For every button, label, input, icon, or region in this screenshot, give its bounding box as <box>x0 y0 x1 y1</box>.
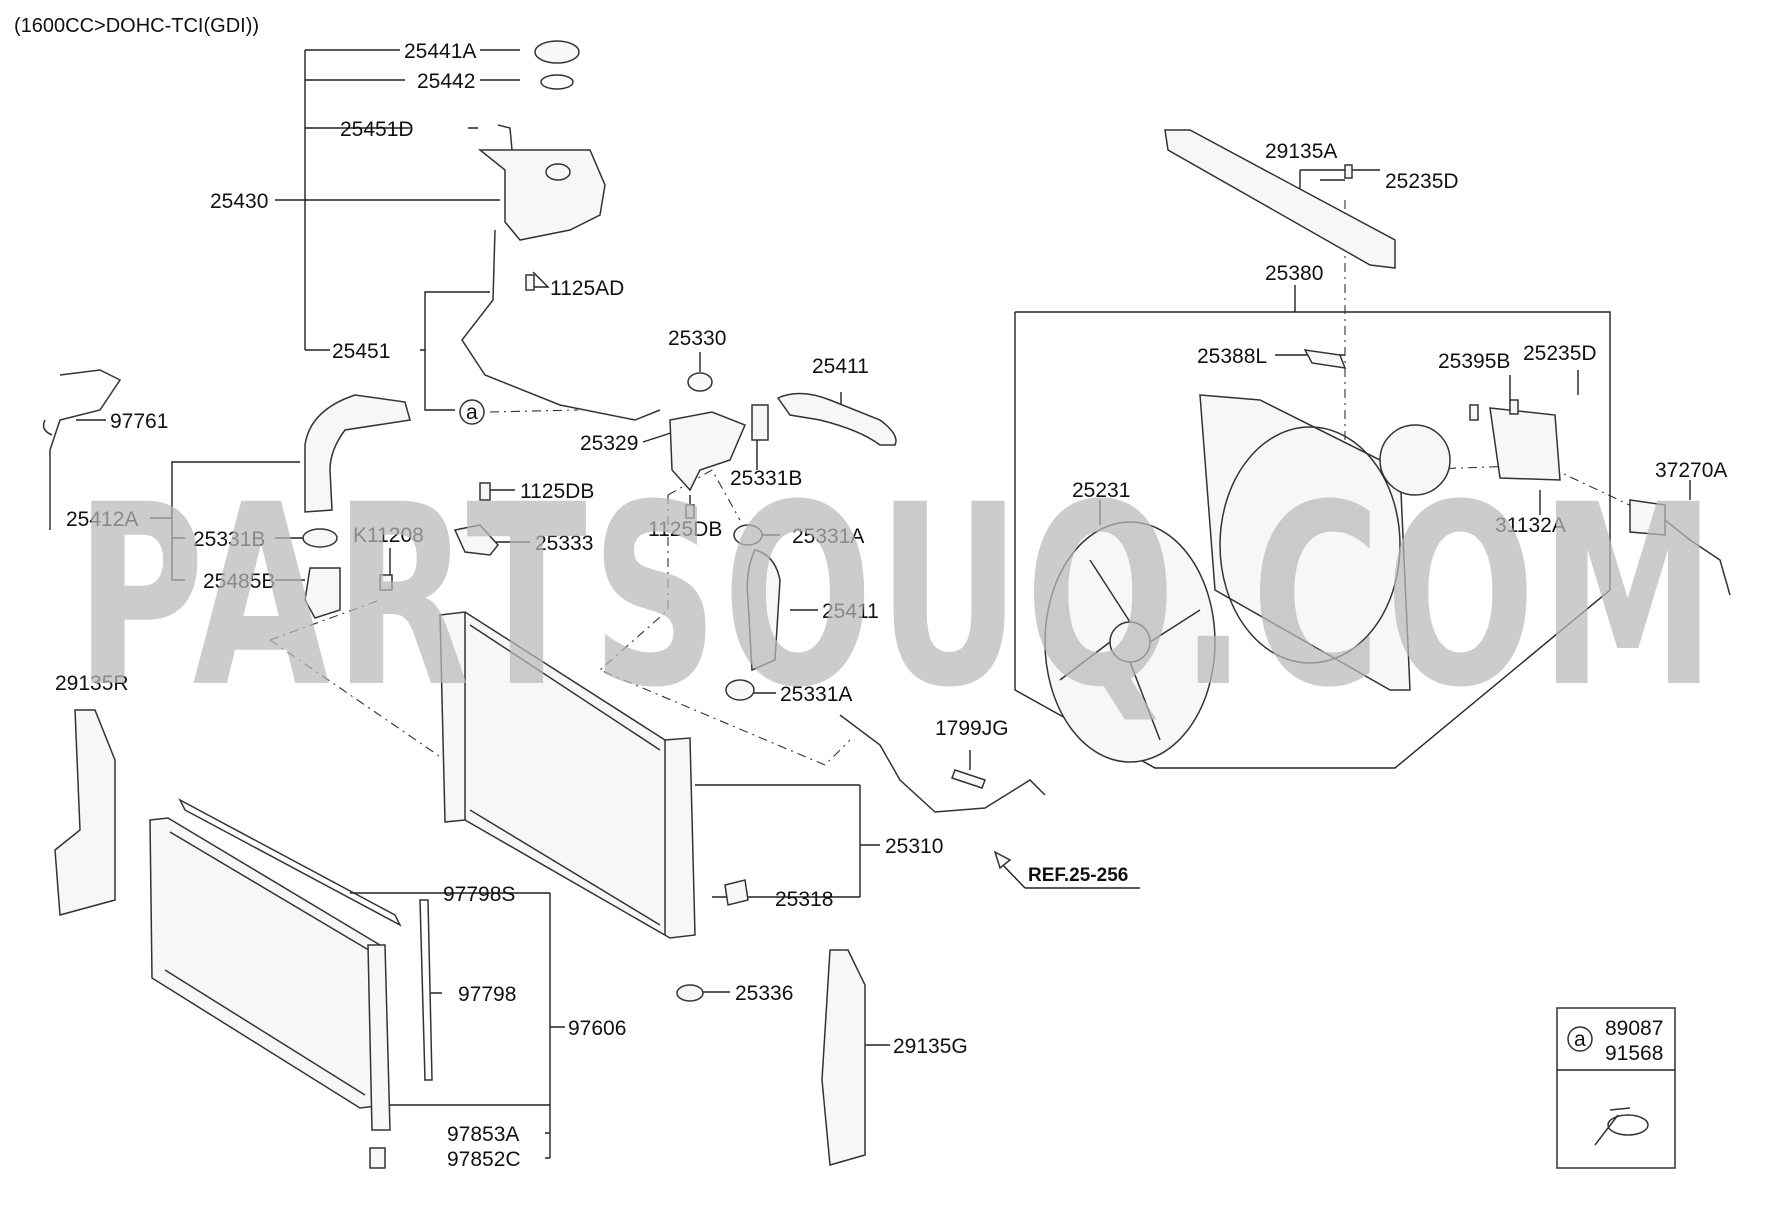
engine-spec-header: (1600CC>DOHC-TCI(GDI)) <box>14 15 259 37</box>
label-97852C: 97852C <box>447 1148 521 1171</box>
label-97761: 97761 <box>110 410 168 433</box>
label-25235D-top: 25235D <box>1385 170 1459 193</box>
label-25318: 25318 <box>775 888 833 911</box>
label-25451: 25451 <box>332 340 390 363</box>
legend-code-1: 89087 <box>1605 1017 1663 1040</box>
label-31132A: 31132A <box>1495 514 1566 537</box>
reference-label: REF.25-256 <box>1028 865 1128 886</box>
label-1799JG: 1799JG <box>935 717 1009 740</box>
label-K11208: K11208 <box>353 524 424 547</box>
label-25380: 25380 <box>1265 262 1323 285</box>
label-1125DB-upper: 1125DB <box>520 480 594 503</box>
label-25333: 25333 <box>535 532 593 555</box>
label-25329: 25329 <box>580 432 638 455</box>
leader-lines <box>76 49 1691 1159</box>
label-97798S: 97798S <box>443 883 515 906</box>
label-1125DB-lower: 1125DB <box>648 518 722 541</box>
label-25336: 25336 <box>735 982 793 1005</box>
label-29135R: 29135R <box>55 672 129 695</box>
label-25485B: 25485B <box>203 570 275 593</box>
legend-marker: a <box>1574 1028 1586 1051</box>
label-29135A: 29135A <box>1265 140 1337 163</box>
label-25331B: 25331B <box>193 528 265 551</box>
label-25388L: 25388L <box>1197 345 1267 368</box>
callout-a: a <box>466 401 478 424</box>
label-25331A-lower: 25331A <box>780 683 852 706</box>
part-shapes <box>42 40 1731 1169</box>
label-25231: 25231 <box>1072 479 1130 502</box>
label-25430: 25430 <box>210 190 268 213</box>
label-25331B-top: 25331B <box>730 467 802 490</box>
label-25441A: 25441A <box>404 40 476 63</box>
label-25411-top: 25411 <box>812 355 869 378</box>
label-25330: 25330 <box>668 327 726 350</box>
label-25451D: 25451D <box>340 118 414 141</box>
label-97853A: 97853A <box>447 1123 519 1146</box>
label-25411-mid: 25411 <box>822 600 879 623</box>
label-25395B: 25395B <box>1438 350 1510 373</box>
legend-code-2: 91568 <box>1605 1042 1663 1065</box>
label-25310: 25310 <box>885 835 943 858</box>
label-37270A: 37270A <box>1655 459 1727 482</box>
label-25442: 25442 <box>417 70 475 93</box>
label-1125AD: 1125AD <box>550 277 624 300</box>
label-25235D-mid: 25235D <box>1523 342 1597 365</box>
part-labels: (1600CC>DOHC-TCI(GDI)) 25441A 25442 2545… <box>14 15 1727 1171</box>
label-97606: 97606 <box>568 1017 626 1040</box>
label-97798: 97798 <box>458 983 516 1006</box>
label-29135G: 29135G <box>893 1035 968 1058</box>
label-25412A: 25412A <box>66 508 138 531</box>
watermark-text: PARTSOUQ.COM <box>75 451 1720 742</box>
label-25331A-upper: 25331A <box>792 525 864 548</box>
